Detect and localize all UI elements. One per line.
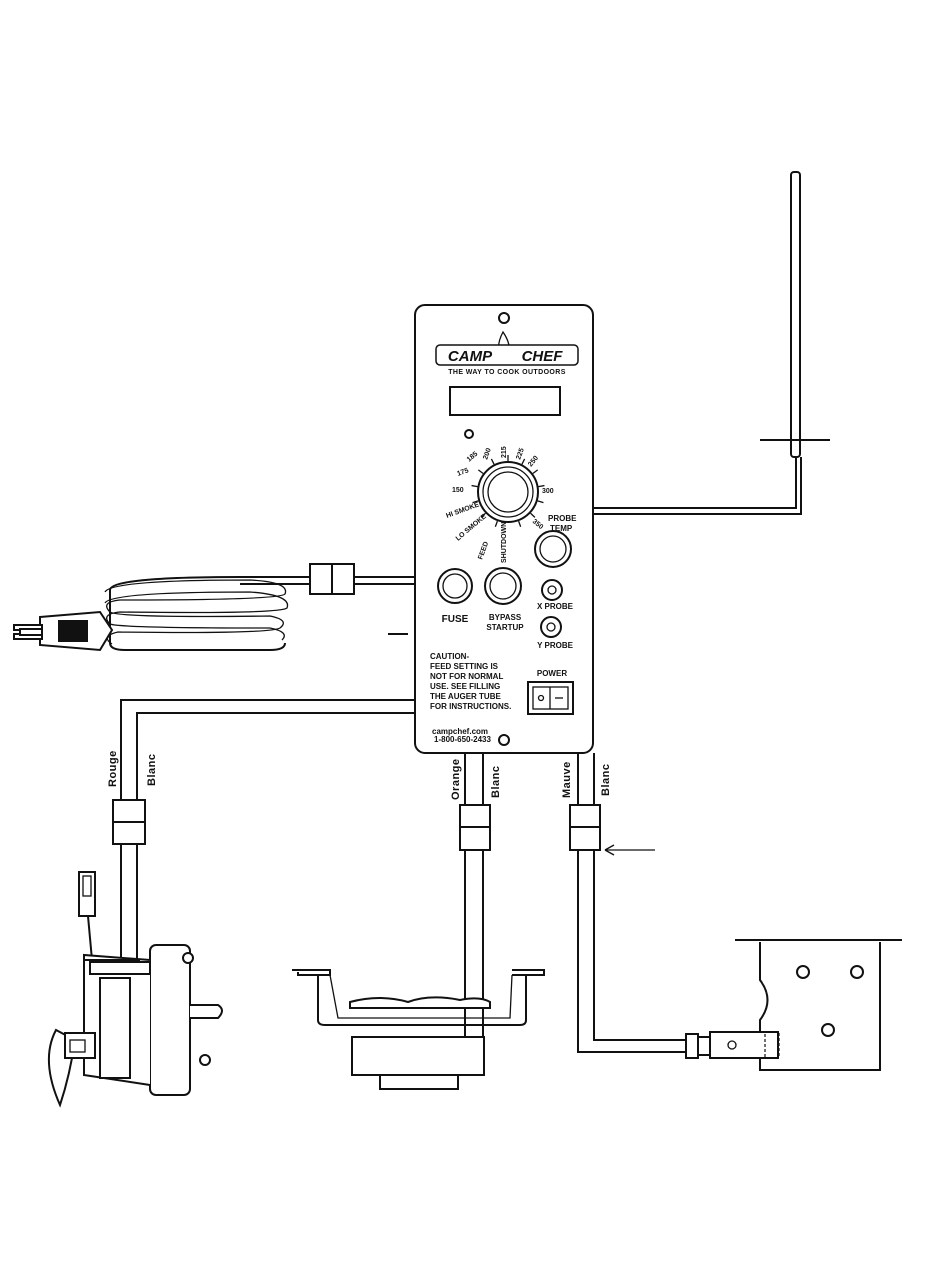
brand-right: CHEF <box>522 348 564 365</box>
fuse-label: FUSE <box>442 614 469 625</box>
dial-tick-mark <box>471 484 478 488</box>
dial-tick-300: 300 <box>542 488 554 495</box>
temperature-dial[interactable] <box>471 455 545 527</box>
svg-text:USE. SEE FILLING: USE. SEE FILLING <box>430 682 500 691</box>
dial-tick-mark <box>517 520 522 527</box>
svg-text:THE AUGER TUBE: THE AUGER TUBE <box>430 692 501 701</box>
dial-tick-mark <box>537 500 544 504</box>
dial-tick-mark <box>538 484 545 488</box>
dial-tick-shutdown: SHUTDOWN <box>501 522 508 563</box>
tagline: THE WAY TO COOK OUTDOORS <box>448 369 566 376</box>
auger-motor <box>47 871 223 1108</box>
dial-tick-mark <box>477 469 484 475</box>
controller-panel: CAMP CHEF THE WAY TO COOK OUTDOORS FEED … <box>414 304 594 754</box>
svg-text:NOT FOR NORMAL: NOT FOR NORMAL <box>430 672 503 681</box>
dial-tick-150: 150 <box>452 487 464 494</box>
igniter-firepot <box>685 939 902 1071</box>
power-cord <box>104 563 415 651</box>
dial-tick-mark <box>532 469 539 475</box>
svg-text:FOR INSTRUCTIONS.: FOR INSTRUCTIONS. <box>430 702 511 711</box>
plug <box>13 610 114 652</box>
wire-label-orange: Orange <box>450 758 462 800</box>
power-label: POWER <box>537 669 567 678</box>
dial-tick-175: 175 <box>456 467 469 478</box>
wire-label-blanc-fan: Blanc <box>490 766 502 798</box>
wire-label-rouge: Rouge <box>107 750 119 787</box>
dial-tick-mark <box>494 520 499 527</box>
camp-chef-logo: CAMP CHEF THE WAY TO COOK OUTDOORS <box>435 330 579 376</box>
dial-tick-mark <box>530 512 536 518</box>
dial-tick-mark <box>472 500 479 504</box>
igniter-wires: Mauve Blanc <box>561 753 686 1053</box>
x-probe-label: X PROBE <box>537 602 574 611</box>
y-probe-port[interactable] <box>540 616 562 638</box>
dial-tick-225: 225 <box>515 447 526 460</box>
startup-label: STARTUP <box>486 623 524 632</box>
probe-temp-label-2: TEMP <box>550 524 573 533</box>
wire-label-blanc-igniter: Blanc <box>600 764 612 796</box>
dial-tick-mark <box>490 458 495 465</box>
x-probe-port[interactable] <box>541 579 563 601</box>
power-switch[interactable] <box>527 681 574 715</box>
wire-label-mauve: Mauve <box>561 761 573 798</box>
indicator-led <box>464 429 474 439</box>
caution-text: CAUTION- FEED SETTING IS NOT FOR NORMAL … <box>430 652 511 711</box>
dial-tick-215: 215 <box>501 446 508 458</box>
combustion-fan <box>292 969 545 1090</box>
auger-wires: Rouge Blanc <box>107 699 415 960</box>
dial-tick-mark <box>480 512 486 518</box>
svg-text:FEED SETTING IS: FEED SETTING IS <box>430 662 499 671</box>
dial-tick-mark <box>521 458 526 465</box>
y-probe-label: Y PROBE <box>537 641 574 650</box>
svg-text:CAUTION-: CAUTION- <box>430 652 469 661</box>
bypass-label: BYPASS <box>489 613 522 622</box>
wire-label-blanc-auger: Blanc <box>146 754 158 786</box>
dial-tick-200: 200 <box>482 447 493 460</box>
probe-temp-label-1: PROBE <box>548 514 577 523</box>
dial-tick-marks <box>471 455 545 527</box>
fan-wires: Orange Blanc <box>450 753 502 1045</box>
lcd-display <box>449 386 561 416</box>
website: campchef.com <box>432 727 488 736</box>
brand-left: CAMP <box>448 348 493 365</box>
phone: 1-800-650-2433 <box>434 735 491 744</box>
temperature-probe <box>593 171 830 515</box>
